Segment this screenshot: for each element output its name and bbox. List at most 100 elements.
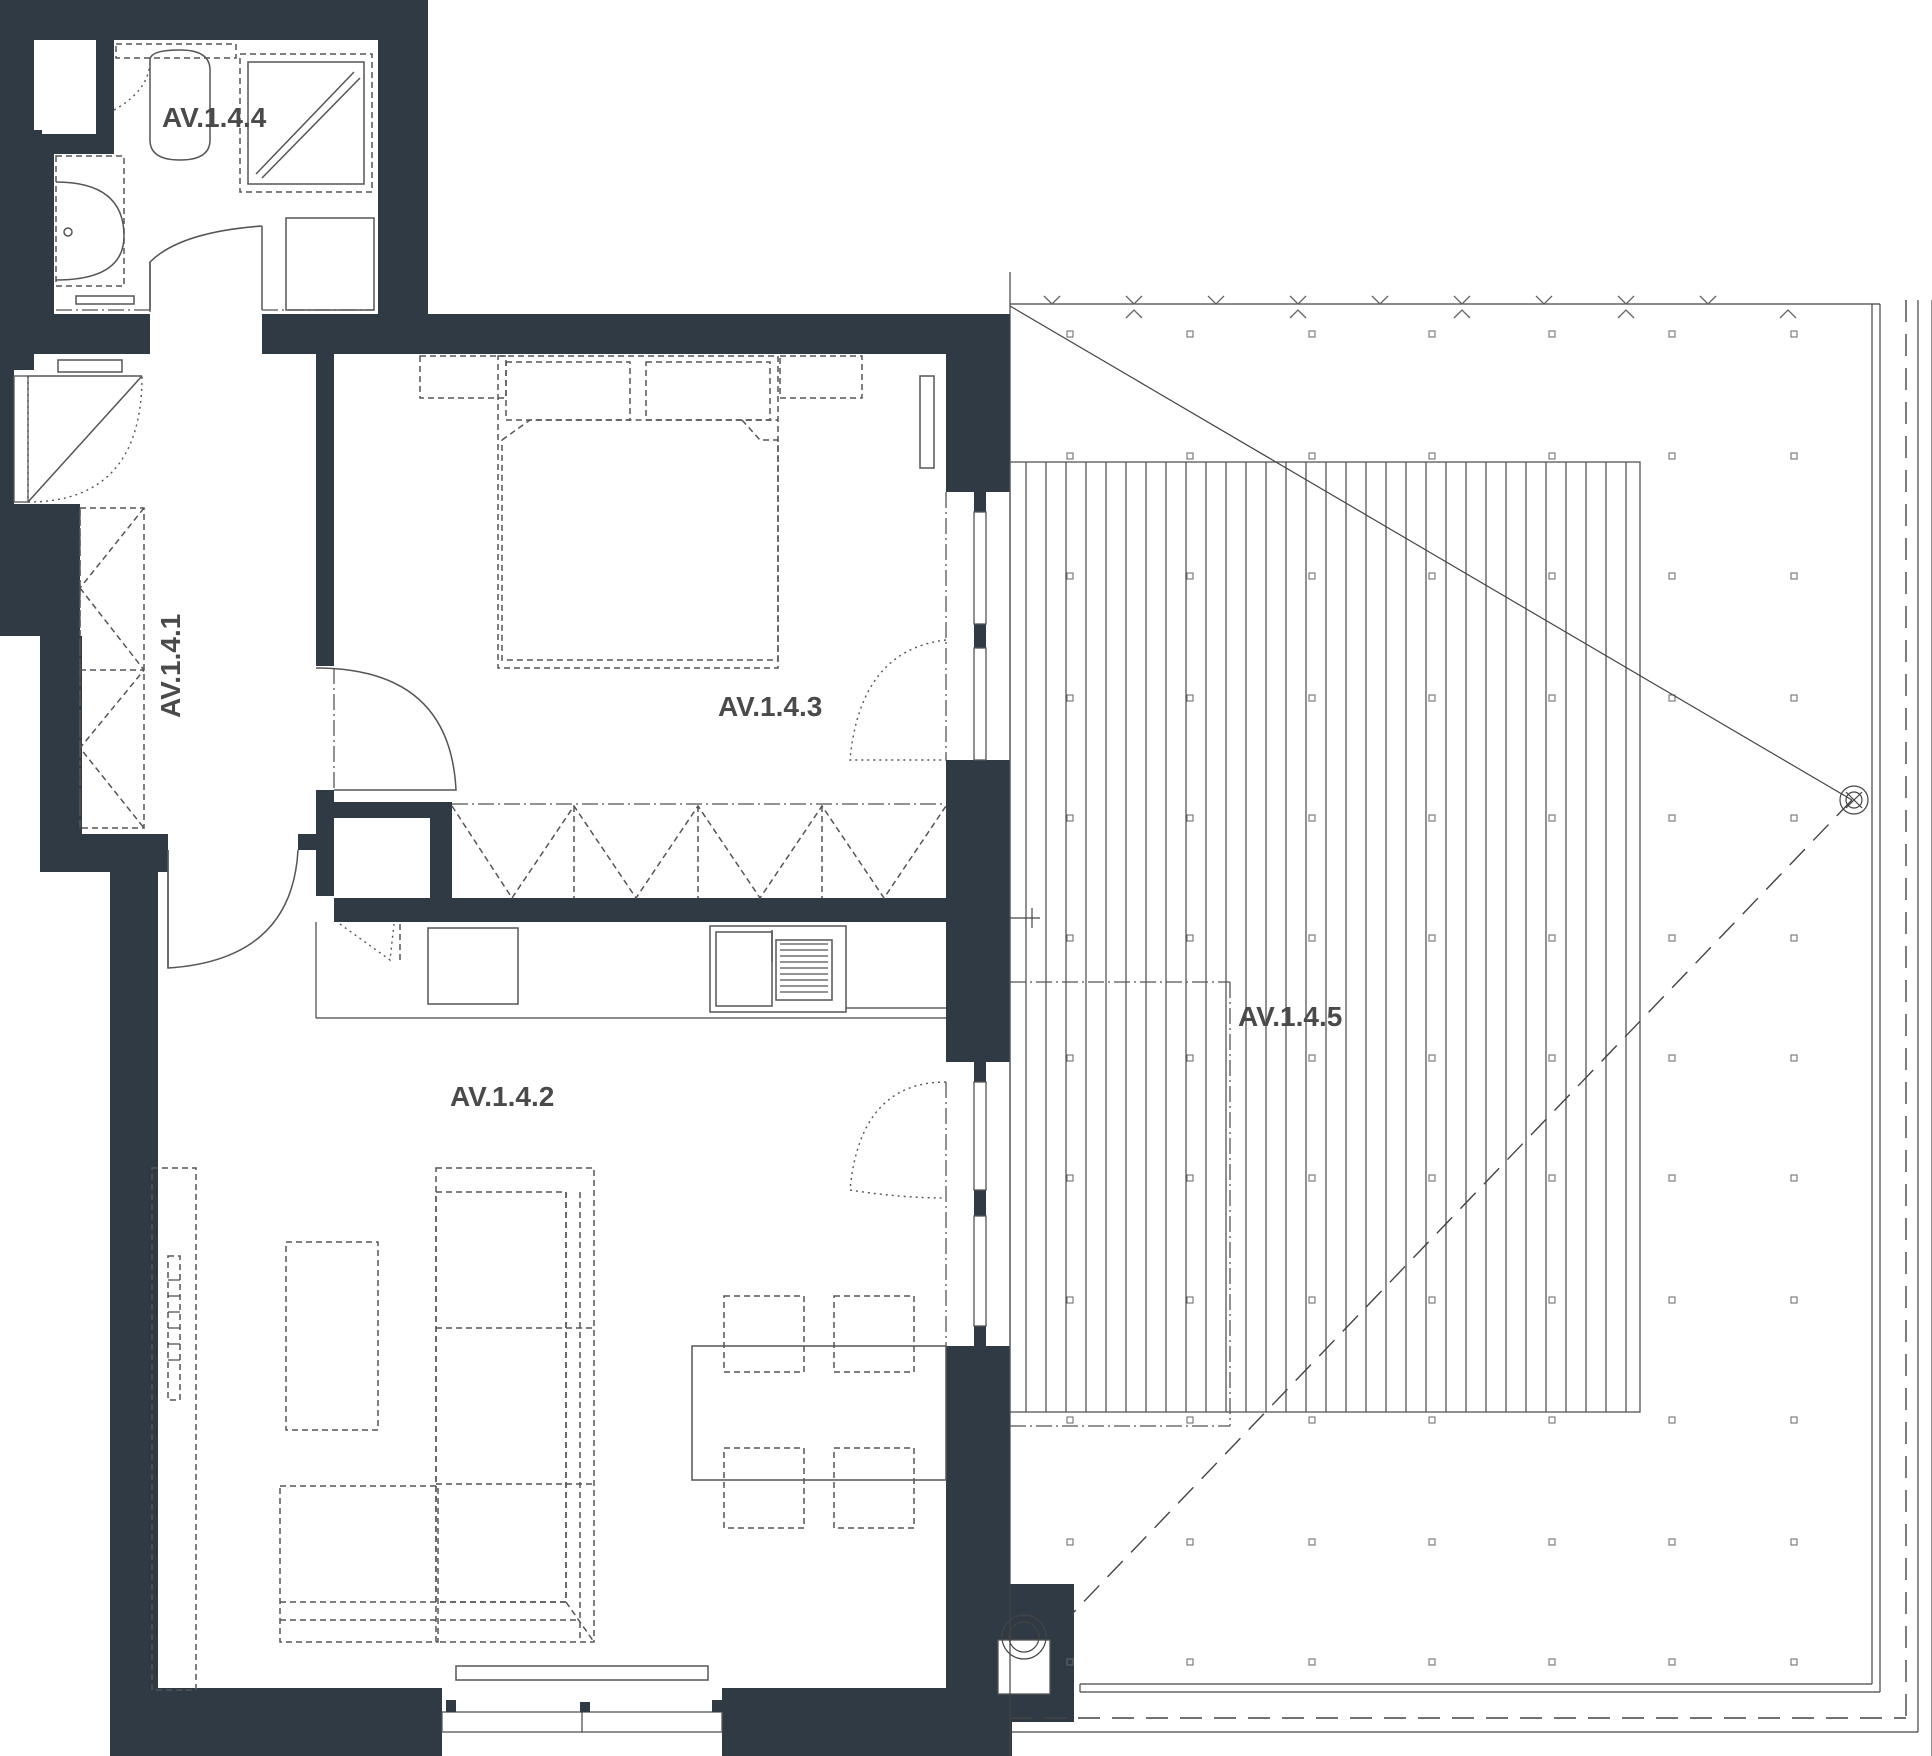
openings bbox=[13, 316, 1051, 1756]
grid-point bbox=[1428, 934, 1436, 942]
grid-point bbox=[1548, 1296, 1556, 1304]
wall-hall-left-top bbox=[0, 354, 14, 504]
room-label-av-1-4-1: AV.1.4.1 bbox=[155, 614, 186, 718]
wall-east-mullion-2 bbox=[974, 624, 986, 648]
grid-point bbox=[1428, 814, 1436, 822]
wall-east-mullion-1 bbox=[974, 492, 986, 512]
wall-living-left bbox=[110, 850, 158, 1756]
grid-point bbox=[1308, 572, 1316, 580]
grid-point bbox=[1066, 934, 1074, 942]
wall-east-mid bbox=[946, 760, 1010, 1062]
grid-point bbox=[1186, 452, 1194, 460]
grid-point bbox=[1548, 694, 1556, 702]
room-labels: AV.1.4.4 AV.1.4.1 AV.1.4.3 AV.1.4.2 AV.1… bbox=[155, 102, 1342, 1112]
paving-grid-points bbox=[1066, 330, 1798, 1666]
grid-point bbox=[1066, 452, 1074, 460]
grid-point bbox=[1066, 1416, 1074, 1424]
deck-slats bbox=[1025, 462, 1627, 1412]
sink-drainboard bbox=[780, 943, 828, 993]
room-label-av-1-4-4: AV.1.4.4 bbox=[162, 102, 267, 133]
grid-point bbox=[1186, 1538, 1194, 1546]
grid-point bbox=[1308, 1658, 1316, 1666]
grid-point bbox=[1548, 1658, 1556, 1666]
grid-point bbox=[1186, 1658, 1194, 1666]
grid-point bbox=[1668, 1174, 1676, 1182]
grid-point bbox=[1308, 1538, 1316, 1546]
living-furniture bbox=[151, 1081, 947, 1691]
kitchen bbox=[315, 922, 946, 1019]
grid-point bbox=[1186, 814, 1194, 822]
grid-point bbox=[1790, 572, 1798, 580]
grid-point bbox=[1548, 814, 1556, 822]
wall-bath-bottom-right bbox=[262, 314, 1008, 354]
grid-point bbox=[1668, 814, 1676, 822]
grid-point bbox=[1186, 694, 1194, 702]
grid-point bbox=[1308, 694, 1316, 702]
wall-hall-bottom-r bbox=[298, 834, 334, 850]
grid-point bbox=[1428, 452, 1436, 460]
grid-point bbox=[1186, 572, 1194, 580]
grid-point bbox=[1308, 1416, 1316, 1424]
grid-point bbox=[1066, 1174, 1074, 1182]
room-label-av-1-4-3: AV.1.4.3 bbox=[718, 691, 822, 722]
grid-point bbox=[1790, 1658, 1798, 1666]
grid-point bbox=[1668, 330, 1676, 338]
grid-point bbox=[1548, 1054, 1556, 1062]
grid-point bbox=[1186, 1054, 1194, 1062]
wall-east-mullion-3 bbox=[974, 760, 986, 780]
grid-point bbox=[1790, 694, 1798, 702]
wall-bath-top bbox=[0, 0, 428, 40]
grid-point bbox=[1308, 1174, 1316, 1182]
grid-point bbox=[1308, 1054, 1316, 1062]
grid-point bbox=[1428, 1416, 1436, 1424]
grid-point bbox=[1668, 1658, 1676, 1666]
grid-point bbox=[1668, 1296, 1676, 1304]
wall-east-mullion-4 bbox=[974, 1062, 986, 1082]
grid-point bbox=[1066, 1054, 1074, 1062]
grid-point bbox=[1668, 572, 1676, 580]
grid-point bbox=[1548, 1538, 1556, 1546]
grid-point bbox=[1066, 1658, 1074, 1666]
wall-bath-inner-v bbox=[96, 40, 114, 154]
hall-fixtures bbox=[27, 359, 457, 969]
grid-point bbox=[1428, 330, 1436, 338]
room-label-av-1-4-2: AV.1.4.2 bbox=[450, 1081, 554, 1112]
grid-point bbox=[1428, 1296, 1436, 1304]
grid-point bbox=[1790, 1174, 1798, 1182]
grid-point bbox=[1790, 1054, 1798, 1062]
grid-point bbox=[1548, 330, 1556, 338]
grid-point bbox=[1066, 694, 1074, 702]
grid-point bbox=[1428, 572, 1436, 580]
grid-point bbox=[1790, 330, 1798, 338]
bathroom-fixtures bbox=[42, 42, 375, 312]
grid-point bbox=[1790, 934, 1798, 942]
grid-point bbox=[1790, 814, 1798, 822]
wall-bath-left bbox=[0, 0, 34, 370]
grid-point bbox=[1548, 572, 1556, 580]
grid-point bbox=[1548, 1416, 1556, 1424]
grid-point bbox=[1668, 1054, 1676, 1062]
walls bbox=[0, 0, 1074, 1756]
wall-bath-left-inner bbox=[34, 154, 54, 352]
grid-point bbox=[1790, 1296, 1798, 1304]
room-label-av-1-4-5: AV.1.4.5 bbox=[1238, 1001, 1342, 1032]
grid-point bbox=[1066, 330, 1074, 338]
grid-point bbox=[1428, 1054, 1436, 1062]
wall-east-mullion-5 bbox=[974, 1190, 986, 1216]
grid-point bbox=[1668, 452, 1676, 460]
wall-hall-left bbox=[0, 504, 80, 636]
grid-point bbox=[1186, 1174, 1194, 1182]
grid-point bbox=[1668, 1416, 1676, 1424]
grid-point bbox=[1308, 934, 1316, 942]
grid-point bbox=[1186, 330, 1194, 338]
wall-closet-top bbox=[334, 802, 446, 818]
grid-point bbox=[1790, 1416, 1798, 1424]
wall-bath-right bbox=[378, 0, 428, 352]
wall-living-bottom-left bbox=[110, 1688, 442, 1756]
grid-point bbox=[1668, 934, 1676, 942]
wall-east-mullion-6 bbox=[974, 1326, 986, 1346]
wall-hall-left-lower bbox=[40, 636, 82, 872]
grid-point bbox=[1548, 1174, 1556, 1182]
grid-point bbox=[1668, 1538, 1676, 1546]
